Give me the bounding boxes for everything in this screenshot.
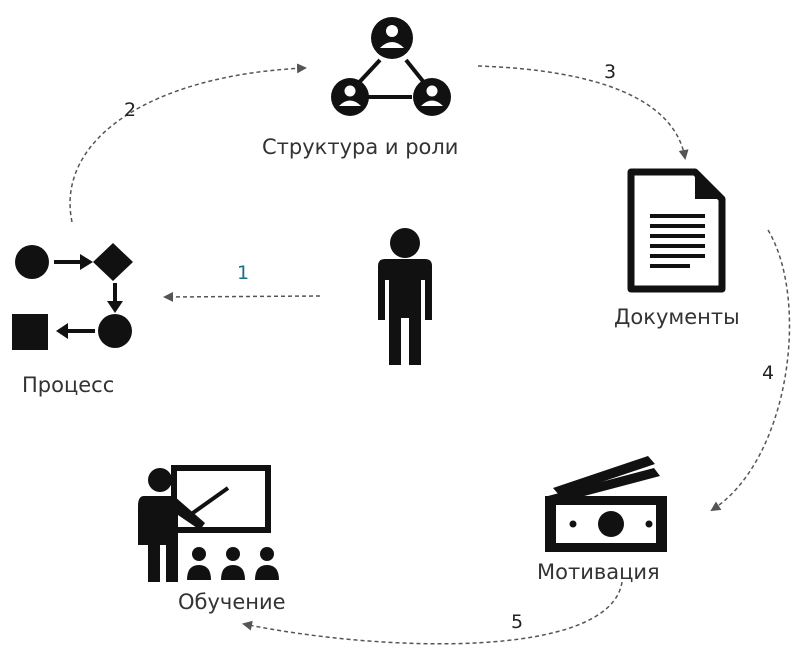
arrow-step-1	[163, 291, 321, 302]
arrow-step-3	[477, 65, 689, 160]
presenter-icon	[138, 465, 279, 582]
documents-label: Документы	[614, 305, 740, 329]
step-number-4: 4	[762, 362, 775, 384]
structure-roles-label: Структура и роли	[262, 135, 459, 159]
document-icon	[627, 168, 726, 293]
step-number-2: 2	[124, 99, 137, 121]
step-number-3: 3	[604, 61, 617, 83]
money-icon	[545, 456, 667, 552]
arrow-step-5	[242, 581, 623, 645]
arrow-step-2	[69, 63, 307, 223]
step-number-5: 5	[511, 611, 524, 633]
person-icon	[378, 228, 432, 365]
motivation-label: Мотивация	[537, 560, 660, 584]
training-label: Обучение	[178, 590, 286, 614]
step-number-1: 1	[237, 262, 250, 284]
process-flow-icon	[12, 243, 133, 350]
structure-roles-icon	[331, 17, 451, 116]
arrow-step-4	[710, 229, 791, 512]
process-label: Процесс	[22, 373, 115, 397]
